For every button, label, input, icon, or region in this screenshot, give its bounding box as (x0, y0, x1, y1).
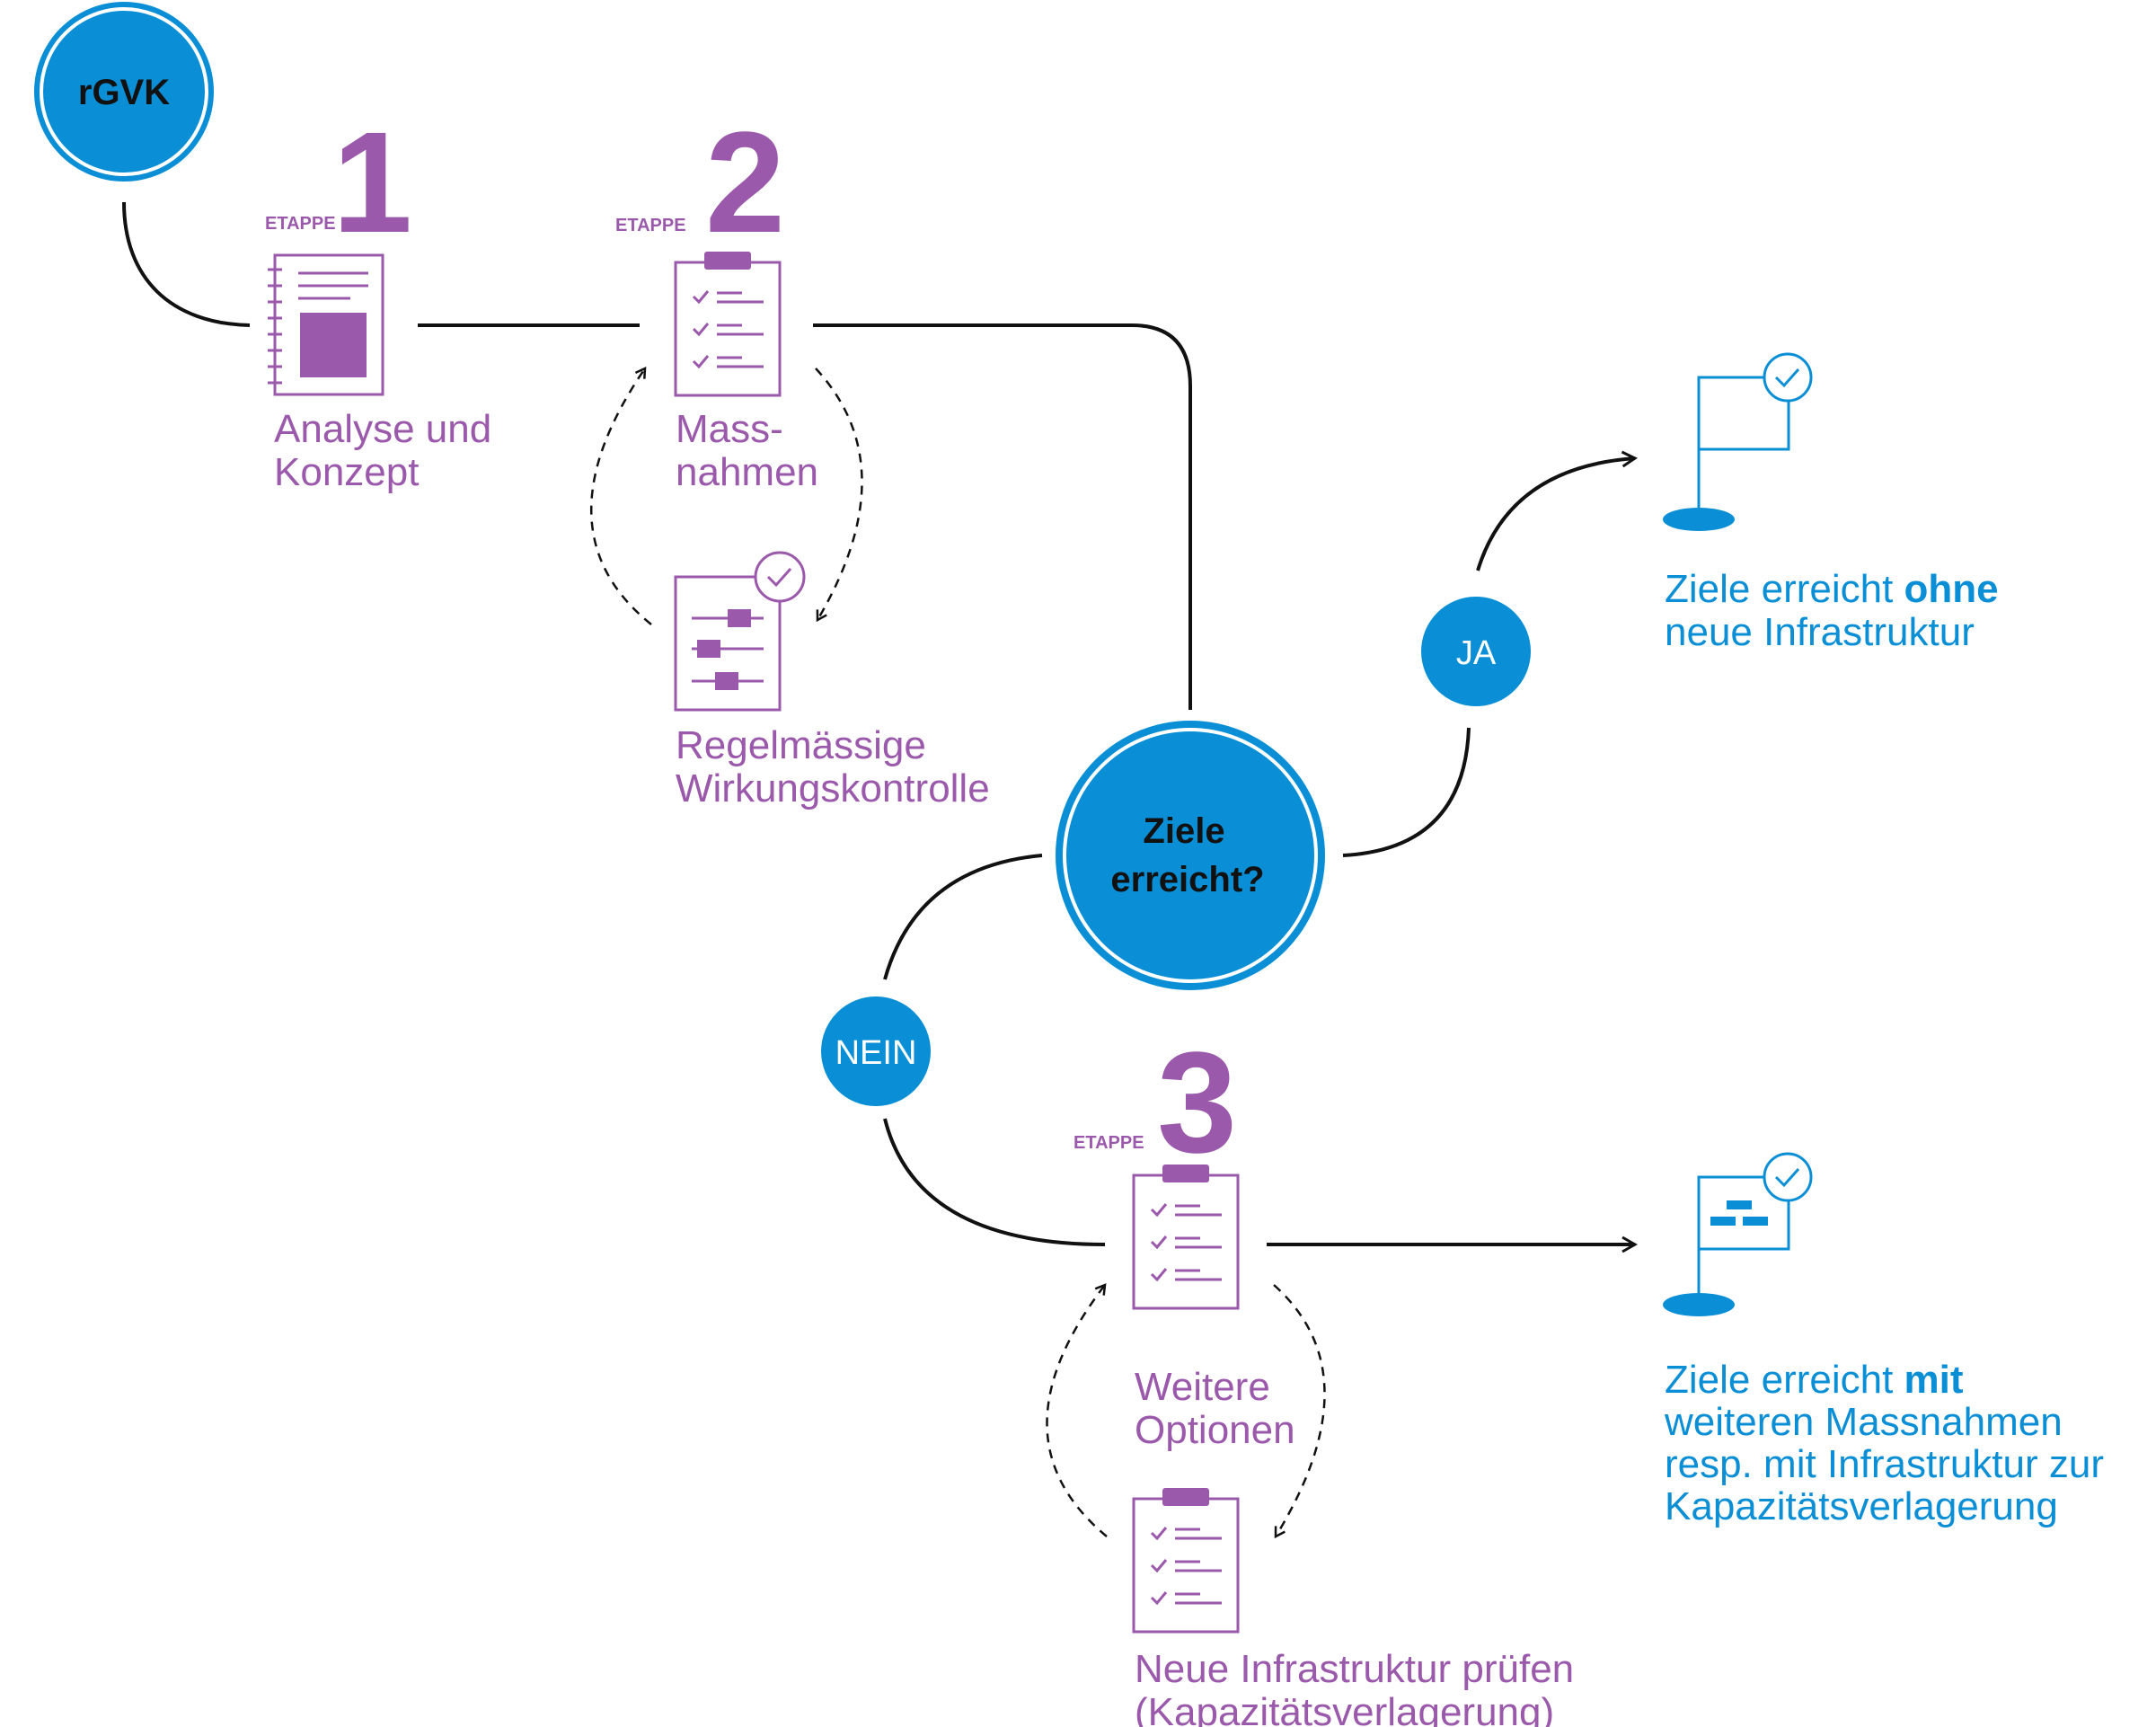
line-yes-to-outcome1 (1476, 450, 1639, 571)
control-step-line1: Regelmässige (676, 723, 926, 767)
loop-arrow-stage2-up (589, 366, 652, 625)
outcome-without-infra: Ziele erreicht ohne neue Infrastruktur (1663, 352, 1999, 654)
infra-check-step: Neue Infrastruktur prüfen (Kapazitätsver… (1132, 1488, 1574, 1727)
notebook-icon (268, 253, 384, 396)
control-step-line2: Wirkungskontrolle (676, 766, 990, 810)
outcome-2-bold: mit (1904, 1358, 1964, 1402)
stage-1-title-line1: Analyse und (274, 407, 491, 451)
outcome-2-line1: Ziele erreicht mit (1665, 1358, 1964, 1402)
stage-2-title-line1: Mass- (676, 407, 783, 451)
clipboard-checklist-icon (1132, 1165, 1240, 1310)
line-no-to-stage3 (883, 1118, 1106, 1246)
line-start-to-stage1 (122, 201, 251, 327)
stage-1-etappe-label: ETAPPE (265, 214, 336, 234)
infra-check-line1: Neue Infrastruktur prüfen (1135, 1647, 1574, 1691)
goal-flag-infrastructure-icon (1663, 1152, 1813, 1316)
branch-yes-label: JA (1456, 634, 1497, 672)
start-node-label: rGVK (78, 73, 170, 112)
infra-check-line2: (Kapazitätsverlagerung) (1135, 1690, 1554, 1727)
outcome-1-line2: neue Infrastruktur (1665, 610, 1975, 654)
branch-yes-badge: JA (1421, 597, 1531, 706)
outcome-2-line2: weiteren Massnahmen (1664, 1400, 2063, 1444)
branch-no-badge: NEIN (821, 996, 931, 1106)
stage-2-title-line2: nahmen (676, 450, 818, 494)
stage-3-title-line1: Weitere (1135, 1365, 1270, 1409)
decision-node: Ziele erreicht? (1056, 721, 1325, 990)
outcome-2-line4: Kapazitätsverlagerung (1665, 1484, 2058, 1528)
stage-2: ETAPPE 2 Mass- nahmen (615, 102, 818, 494)
loop-arrow-stage3-down (1273, 1284, 1326, 1539)
stage-1-number: 1 (332, 102, 412, 262)
start-node: rGVK (34, 2, 214, 182)
clipboard-checklist-icon (674, 252, 782, 397)
stage-2-number: 2 (705, 102, 785, 262)
stage-1: ETAPPE 1 Analyse und Konzept (265, 102, 491, 494)
goal-flag-icon (1663, 352, 1813, 531)
stage-3: ETAPPE 3 Weitere Optionen (1074, 1022, 1295, 1452)
control-step: Regelmässige Wirkungskontrolle (674, 551, 990, 810)
outcome-1-pre: Ziele erreicht (1665, 567, 1904, 611)
decision-node-line1: Ziele (1143, 811, 1224, 851)
stage-3-etappe-label: ETAPPE (1074, 1133, 1144, 1153)
slider-control-icon (674, 551, 806, 712)
outcome-2-pre: Ziele erreicht (1665, 1358, 1904, 1402)
outcome-1-line1: Ziele erreicht ohne (1665, 567, 1999, 611)
stage-1-title-line2: Konzept (274, 450, 419, 494)
outcome-with-infra: Ziele erreicht mit weiteren Massnahmen r… (1663, 1152, 2104, 1528)
clipboard-checklist-icon (1132, 1488, 1240, 1634)
stage-3-number: 3 (1157, 1022, 1237, 1182)
stage-3-title-line2: Optionen (1135, 1408, 1295, 1452)
outcome-1-bold: ohne (1904, 567, 1999, 611)
line-decision-to-yes (1342, 727, 1471, 857)
stage-2-etappe-label: ETAPPE (615, 216, 686, 235)
loop-arrow-stage2-down (815, 368, 863, 623)
line-stage2-to-decision (813, 323, 1192, 710)
decision-node-line2: erreicht? (1110, 860, 1264, 899)
outcome-2-line3: resp. mit Infrastruktur zur (1665, 1442, 2104, 1486)
branch-no-label: NEIN (835, 1034, 917, 1072)
loop-arrow-stage3-up (1046, 1283, 1108, 1537)
line-decision-to-no (883, 854, 1043, 980)
